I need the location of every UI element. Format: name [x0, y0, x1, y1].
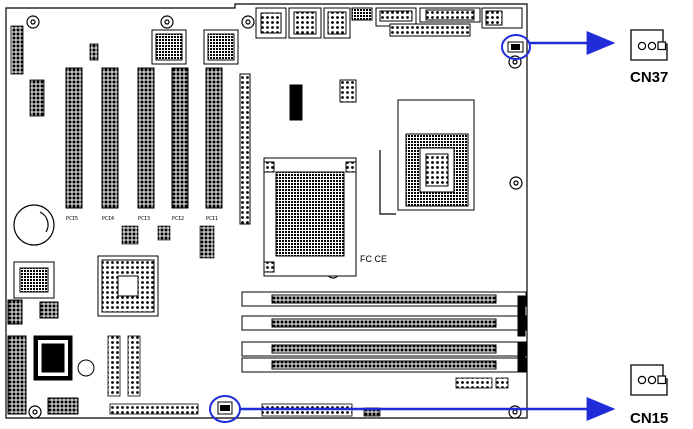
certification-mark: FC CE: [360, 254, 387, 264]
cn15-label: CN15: [630, 410, 668, 427]
southbridge-chip: [97, 255, 159, 317]
cmos-battery: [13, 204, 55, 246]
cn37-connector-detail: [630, 29, 668, 61]
cn15-board-connector: [217, 401, 233, 415]
small-ic-left: [13, 261, 55, 299]
cpu-socket: [379, 99, 475, 215]
cn37-highlight-circle: [501, 34, 531, 60]
rear-io-connectors: [255, 7, 523, 39]
vertical-connectors: [107, 335, 141, 397]
dimm-slots: [241, 291, 527, 373]
pci-slot-label: PCI1: [206, 216, 218, 222]
cn37-board-connector: [507, 41, 524, 53]
chipset-heatsink: [263, 157, 357, 277]
cn37-label: CN37: [630, 69, 668, 86]
lower-left-components: [7, 299, 95, 415]
pci-slot-label: PCI5: [66, 216, 78, 222]
cn15-connector-detail: [630, 364, 668, 396]
mounting-holes: [26, 15, 523, 419]
pci-slot-label: PCI3: [138, 216, 150, 222]
callout-arrows: [240, 31, 616, 421]
pci-slot-label: PCI4: [102, 216, 114, 222]
jumper-blocks: [121, 225, 215, 259]
pci-slot-label: PCI2: [172, 216, 184, 222]
pci-slots: [65, 67, 251, 225]
top-chips: [151, 29, 357, 121]
upper-left-headers: [10, 25, 99, 117]
